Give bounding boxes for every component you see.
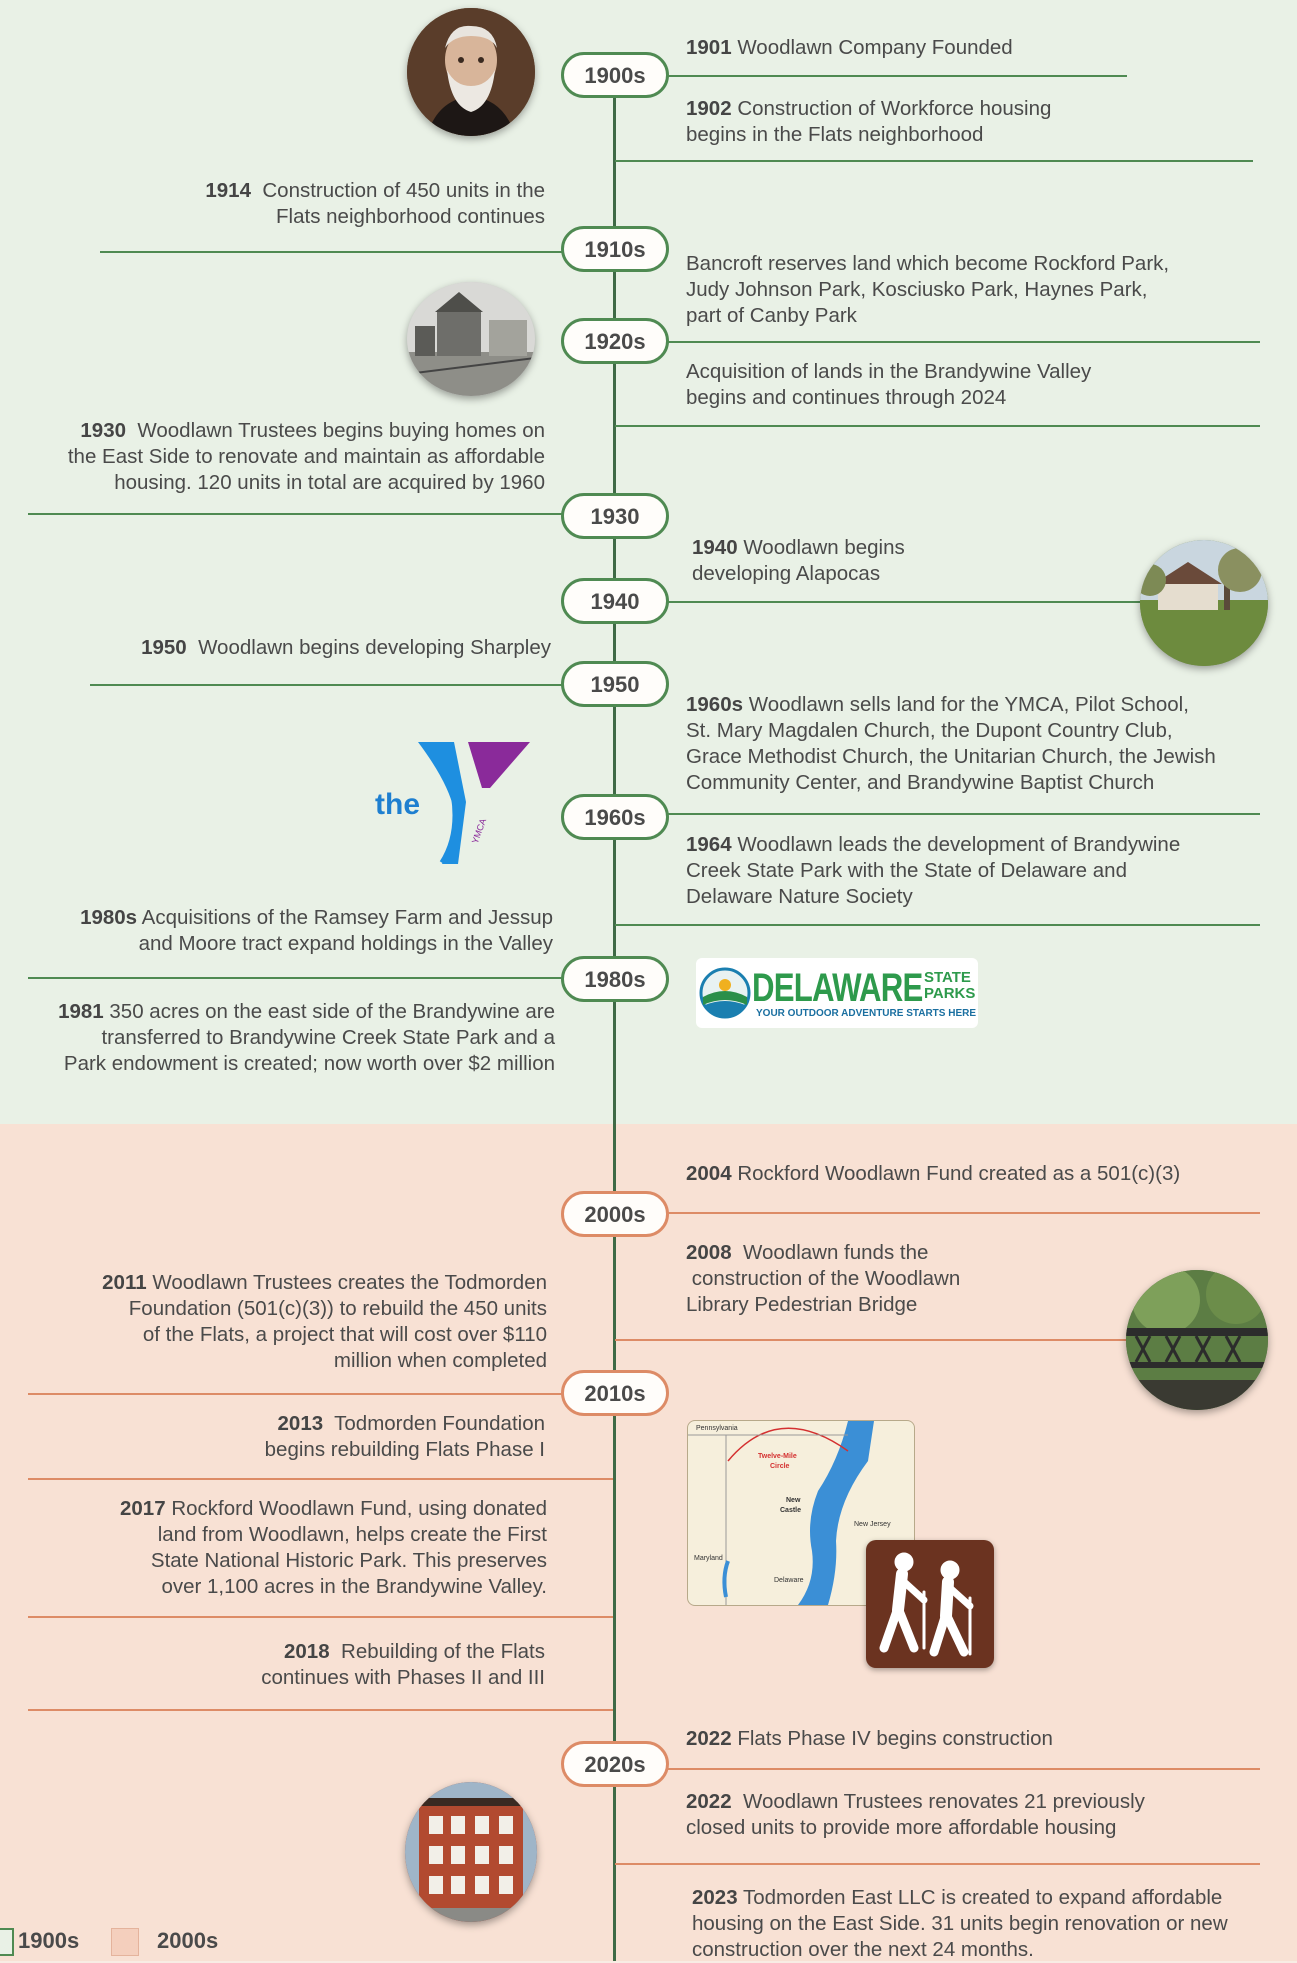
decade-marker-2020s: 2020s [561, 1741, 669, 1787]
era-2000s-background [0, 1124, 1297, 1961]
event-1964: 1964 Woodlawn leads the development of B… [686, 833, 1181, 908]
connector-line [90, 684, 613, 686]
rowhouse-photo [405, 1782, 537, 1922]
delaware-parks-text: PARKS [924, 985, 976, 1002]
event-1981: 1981 350 acres on the east side of the B… [58, 1000, 555, 1075]
event-1940: 1940 Woodlawn begins developing Alapocas [692, 536, 905, 585]
decade-marker-1910s: 1910s [561, 226, 669, 272]
pedestrian-bridge-photo [1126, 1270, 1268, 1410]
connector-line [615, 341, 1260, 343]
connector-line [28, 1709, 613, 1711]
delaware-state-text: STATE [924, 969, 971, 986]
map-label: New [786, 1497, 801, 1504]
event-2023: 2023 Todmorden East LLC is created to ex… [692, 1886, 1228, 1961]
connector-line [615, 425, 1260, 427]
ymca-the-text: the [375, 788, 420, 821]
era-1900s-background [0, 0, 1297, 1124]
decade-marker-1900s: 1900s [561, 52, 669, 98]
event-1980s: 1980s Acquisitions of the Ramsey Farm an… [80, 906, 553, 955]
connector-line [615, 1863, 1260, 1865]
event-1914: 1914 Construction of 450 units in the Fl… [205, 179, 545, 228]
timeline-spine [613, 55, 616, 1961]
legend-swatch-peach [111, 1928, 139, 1956]
connector-line [28, 1393, 613, 1395]
event-2008: 2008 Woodlawn funds the construction of … [686, 1241, 961, 1316]
legend-label-1900s: 1900s [18, 1928, 80, 1953]
map-label: Pennsylvania [696, 1425, 738, 1432]
event-2017: 2017 Rockford Woodlawn Fund, using donat… [120, 1497, 547, 1598]
connector-line [615, 160, 1253, 162]
event-2018: 2018 Rebuilding of the Flats continues w… [261, 1640, 545, 1689]
ymca-logo: the YMCA [370, 736, 540, 864]
delaware-tagline: YOUR OUTDOOR ADVENTURE STARTS HERE [756, 1008, 977, 1019]
event-bancroft-parks: Bancroft reserves land which become Rock… [686, 252, 1170, 327]
map-label: Circle [770, 1463, 790, 1470]
decade-marker-1960s: 1960s [561, 794, 669, 840]
legend-label-2000s: 2000s [157, 1928, 219, 1953]
connector-line [615, 813, 1260, 815]
connector-line [615, 1339, 1130, 1341]
historic-building-photo [407, 282, 535, 396]
event-2022-renovation: 2022 Woodlawn Trustees renovates 21 prev… [686, 1790, 1145, 1839]
connector-line [28, 1478, 613, 1480]
event-1902: 1902 Construction of Workforce housing b… [686, 97, 1052, 146]
map-label: New Jersey [854, 1521, 891, 1528]
connector-line [615, 924, 1260, 926]
decade-marker-2000s: 2000s [561, 1191, 669, 1237]
alapocas-house-photo [1140, 540, 1268, 666]
connector-line [615, 75, 1127, 77]
decade-marker-1980s: 1980s [561, 956, 669, 1002]
event-1960s: 1960s Woodlawn sells land for the YMCA, … [686, 693, 1216, 794]
event-2022-flats: 2022 Flats Phase IV begins construction [686, 1727, 1053, 1750]
decade-marker-2010s: 2010s [561, 1370, 669, 1416]
decade-marker-1920s: 1920s [561, 318, 669, 364]
hiking-trail-icon [866, 1540, 994, 1668]
map-label: Maryland [694, 1555, 723, 1562]
decade-marker-1950: 1950 [561, 661, 669, 707]
connector-line [100, 251, 613, 253]
event-2004: 2004 Rockford Woodlawn Fund created as a… [686, 1162, 1181, 1185]
connector-line [28, 977, 613, 979]
connector-line [28, 513, 613, 515]
decade-marker-1930: 1930 [561, 493, 669, 539]
event-1901: 1901 Woodlawn Company Founded [686, 36, 1013, 59]
event-brandywine-acquisition: Acquisition of lands in the Brandywine V… [686, 360, 1092, 409]
map-label: Twelve-Mile [758, 1453, 797, 1460]
delaware-state-parks-logo: DELAWARE STATE PARKS YOUR OUTDOOR ADVENT… [696, 958, 978, 1028]
map-label: Castle [780, 1507, 802, 1514]
legend-swatch-green [0, 1928, 14, 1956]
event-2013: 2013 Todmorden Foundation begins rebuild… [264, 1412, 545, 1461]
event-1950: 1950 Woodlawn begins developing Sharpley [141, 636, 551, 659]
connector-line [28, 1616, 613, 1618]
delaware-wordmark: DELAWARE [752, 966, 923, 1010]
connector-line [615, 1212, 1260, 1214]
state-parks-emblem-icon [699, 967, 751, 1019]
connector-line [615, 601, 1143, 603]
connector-line [615, 1768, 1260, 1770]
event-2011: 2011 Woodlawn Trustees creates the Todmo… [102, 1271, 547, 1372]
decade-marker-1940: 1940 [561, 578, 669, 624]
event-1930: 1930 Woodlawn Trustees begins buying hom… [67, 419, 545, 494]
founder-portrait-photo [407, 8, 535, 136]
map-label: Delaware [774, 1577, 804, 1584]
